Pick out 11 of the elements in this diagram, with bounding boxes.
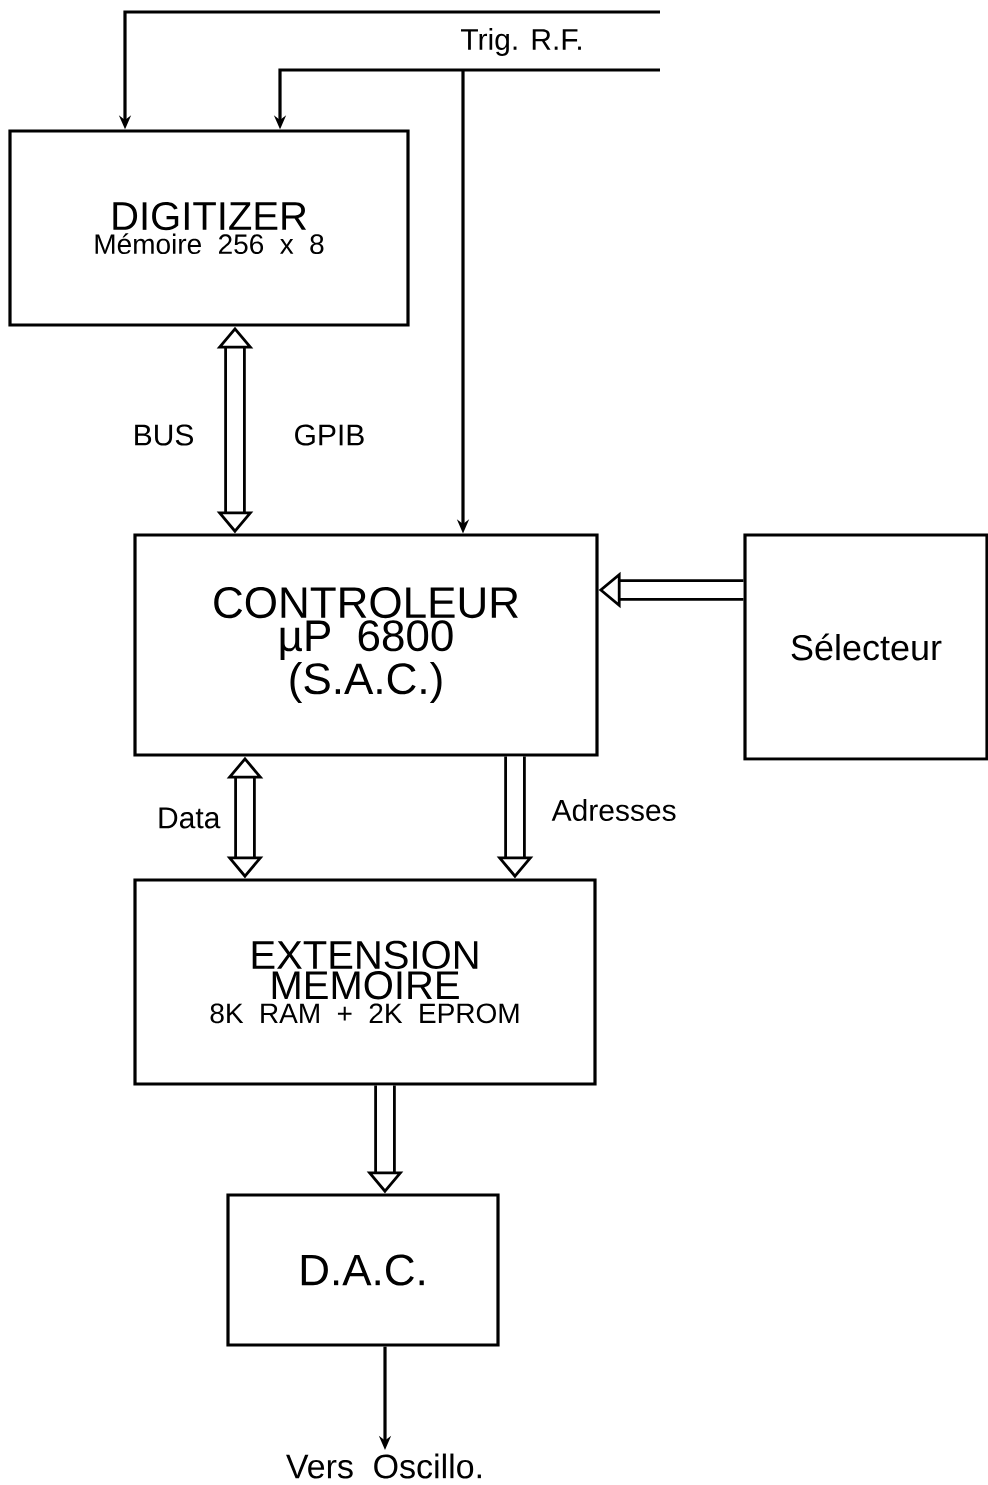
signal-label: Adresses: [551, 799, 676, 821]
process-box: EXTENSION MEMOIRE 8K RAM + 2K EPROM: [133, 878, 597, 1086]
edge-label: Trig. R.F.: [461, 28, 581, 56]
signal-label: BUS: [135, 424, 193, 446]
signal-label: Data: [159, 807, 221, 829]
signal-label: GPIB: [295, 424, 364, 446]
output-label: Vers Oscillo.: [286, 1453, 481, 1479]
process-box: CONTROLEUR µP 6800 (S.A.C.): [133, 533, 599, 757]
process-box: Sélecteur: [743, 533, 988, 761]
process-box: D.A.C.: [226, 1193, 500, 1347]
process-box: DIGITIZER Mémoire 256 x 8: [8, 129, 410, 327]
